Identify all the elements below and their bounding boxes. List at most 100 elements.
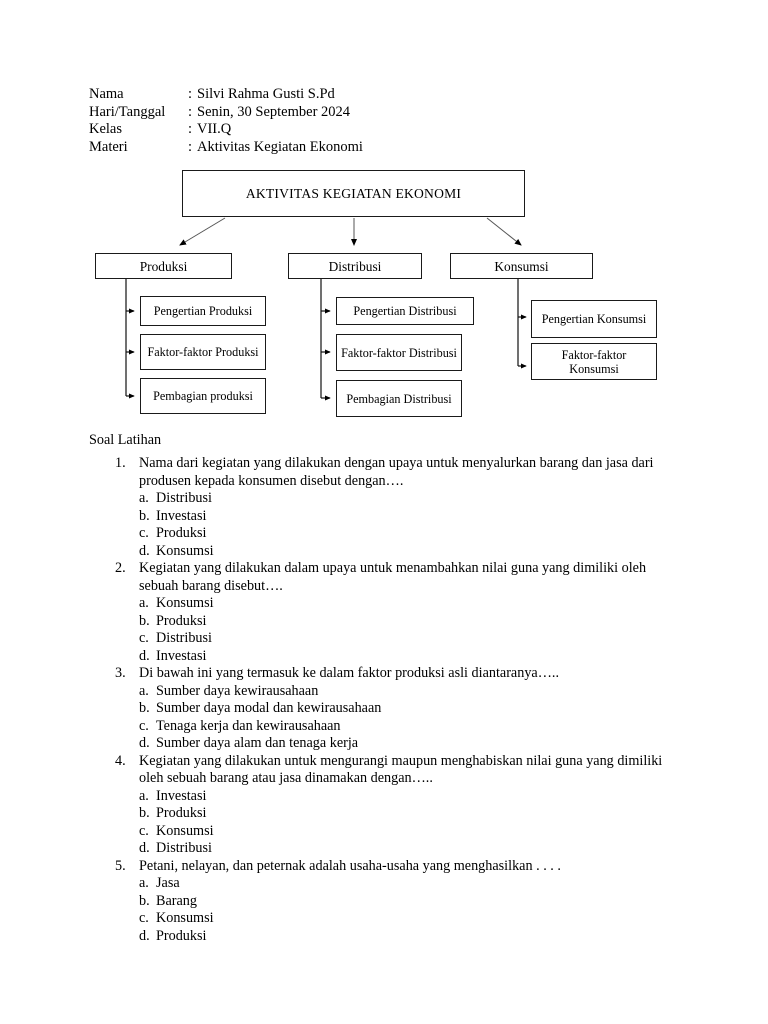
- question-text: Nama dari kegiatan yang dilakukan dengan…: [139, 455, 654, 489]
- option-item[interactable]: d. Investasi: [89, 648, 689, 666]
- option-text: Produksi: [156, 805, 207, 821]
- option-item[interactable]: a. Sumber daya kewirausahaan: [89, 683, 689, 701]
- option-letter: a.: [139, 595, 149, 611]
- option-text: Konsumsi: [156, 822, 214, 839]
- option-item[interactable]: a. Konsumsi: [89, 595, 689, 613]
- option-letter: a.: [139, 875, 149, 891]
- question-number: 5.: [115, 857, 126, 874]
- info-separator: :: [188, 138, 193, 155]
- question-text: Kegiatan yang dilakukan untuk mengurangi…: [139, 752, 663, 787]
- info-label-nama: Nama: [89, 86, 124, 102]
- option-text: Distribusi: [156, 840, 212, 856]
- option-letter: d.: [139, 647, 150, 664]
- option-letter: d.: [139, 840, 150, 856]
- diagram-node-produksi: Produksi: [95, 253, 232, 279]
- option-item[interactable]: c. Konsumsi: [89, 910, 689, 928]
- diagram-node-root: AKTIVITAS KEGIATAN EKONOMI: [182, 170, 525, 217]
- info-label-hari-tanggal: Hari/Tanggal: [89, 103, 166, 120]
- diagram-node-distribusi: Distribusi: [288, 253, 422, 279]
- question-item: 1. Nama dari kegiatan yang dilakukan den…: [89, 455, 689, 560]
- option-item[interactable]: b. Sumber daya modal dan kewirausahaan: [89, 700, 689, 718]
- option-text: Investasi: [156, 787, 207, 804]
- option-text: Konsumsi: [156, 542, 214, 559]
- diagram-node-pengertian-distribusi: Pengertian Distribusi: [336, 297, 474, 325]
- question-head: 1. Nama dari kegiatan yang dilakukan den…: [89, 455, 689, 490]
- student-info-block: Nama : Silvi Rahma Gusti S.Pd Hari/Tangg…: [89, 86, 363, 156]
- option-list: a. Distribusi b. Investasi c. Produksi d…: [89, 490, 689, 560]
- option-list: a. Investasi b. Produksi c. Konsumsi d. …: [89, 788, 689, 858]
- question-number: 2.: [115, 560, 126, 576]
- option-letter: b.: [139, 892, 150, 909]
- info-separator: :: [188, 103, 193, 120]
- diagram-node-pembagian-produksi: Pembagian produksi: [140, 378, 266, 414]
- option-item[interactable]: b. Barang: [89, 893, 689, 911]
- option-item[interactable]: d. Konsumsi: [89, 543, 689, 561]
- option-letter: b.: [139, 612, 150, 629]
- info-label-kelas: Kelas: [89, 121, 123, 137]
- question-text: Di bawah ini yang termasuk ke dalam fakt…: [139, 665, 559, 681]
- option-letter: c.: [139, 525, 149, 541]
- option-item[interactable]: c. Produksi: [89, 525, 689, 543]
- info-row-materi: Materi : Aktivitas Kegiatan Ekonomi: [89, 139, 363, 157]
- info-value-materi: Aktivitas Kegiatan Ekonomi: [197, 138, 363, 155]
- option-letter: b.: [139, 700, 150, 716]
- option-item[interactable]: d. Distribusi: [89, 840, 689, 858]
- option-text: Konsumsi: [156, 910, 214, 926]
- option-text: Investasi: [156, 507, 207, 524]
- option-letter: c.: [139, 822, 149, 839]
- question-head: 2. Kegiatan yang dilakukan dalam upaya u…: [89, 560, 689, 595]
- question-list: 1. Nama dari kegiatan yang dilakukan den…: [89, 455, 689, 945]
- question-number: 1.: [115, 455, 126, 471]
- option-text: Produksi: [156, 927, 207, 944]
- diagram-node-pengertian-konsumsi: Pengertian Konsumsi: [531, 300, 657, 338]
- info-label-materi: Materi: [89, 138, 128, 155]
- option-item[interactable]: c. Konsumsi: [89, 823, 689, 841]
- option-text: Sumber daya modal dan kewirausahaan: [156, 700, 382, 716]
- option-letter: d.: [139, 542, 150, 559]
- option-item[interactable]: a. Jasa: [89, 875, 689, 893]
- info-row-kelas: Kelas : VII.Q: [89, 121, 363, 139]
- option-item[interactable]: b. Investasi: [89, 508, 689, 526]
- question-item: 5. Petani, nelayan, dan peternak adalah …: [89, 858, 689, 946]
- option-item[interactable]: b. Produksi: [89, 613, 689, 631]
- question-text: Petani, nelayan, dan peternak adalah usa…: [139, 857, 561, 874]
- option-text: Distribusi: [156, 490, 212, 506]
- option-letter: b.: [139, 507, 150, 524]
- option-text: Produksi: [156, 525, 207, 541]
- option-text: Sumber daya kewirausahaan: [156, 682, 319, 699]
- option-item[interactable]: a. Investasi: [89, 788, 689, 806]
- question-item: 2. Kegiatan yang dilakukan dalam upaya u…: [89, 560, 689, 665]
- option-letter: a.: [139, 787, 149, 804]
- info-value-hari-tanggal: Senin, 30 September 2024: [197, 103, 351, 120]
- option-letter: c.: [139, 910, 149, 926]
- diagram-node-faktor-distribusi: Faktor-faktor Distribusi: [336, 334, 462, 371]
- option-letter: a.: [139, 490, 149, 506]
- info-row-nama: Nama : Silvi Rahma Gusti S.Pd: [89, 86, 363, 104]
- option-item[interactable]: c. Tenaga kerja dan kewirausahaan: [89, 718, 689, 736]
- diagram-node-faktor-konsumsi: Faktor-faktor Konsumsi: [531, 343, 657, 380]
- option-text: Tenaga kerja dan kewirausahaan: [156, 717, 341, 734]
- option-letter: a.: [139, 682, 149, 699]
- info-value-kelas: VII.Q: [197, 121, 232, 137]
- option-text: Jasa: [156, 875, 180, 891]
- option-letter: b.: [139, 805, 150, 821]
- option-item[interactable]: d. Sumber daya alam dan tenaga kerja: [89, 735, 689, 753]
- question-number: 3.: [115, 665, 126, 681]
- option-list: a. Sumber daya kewirausahaan b. Sumber d…: [89, 683, 689, 753]
- info-separator: :: [188, 121, 193, 137]
- option-item[interactable]: c. Distribusi: [89, 630, 689, 648]
- diagram-node-konsumsi: Konsumsi: [450, 253, 593, 279]
- option-text: Investasi: [156, 647, 207, 664]
- option-item[interactable]: b. Produksi: [89, 805, 689, 823]
- diagram-node-pengertian-produksi: Pengertian Produksi: [140, 296, 266, 326]
- question-text: Kegiatan yang dilakukan dalam upaya untu…: [139, 560, 647, 594]
- option-item[interactable]: a. Distribusi: [89, 490, 689, 508]
- question-head: 3. Di bawah ini yang termasuk ke dalam f…: [89, 665, 689, 683]
- diagram-node-faktor-produksi: Faktor-faktor Produksi: [140, 334, 266, 370]
- option-text: Barang: [156, 892, 197, 909]
- question-head: 4. Kegiatan yang dilakukan untuk mengura…: [89, 753, 689, 788]
- question-head: 5. Petani, nelayan, dan peternak adalah …: [89, 858, 689, 876]
- option-text: Konsumsi: [156, 595, 214, 611]
- option-item[interactable]: d. Produksi: [89, 928, 689, 946]
